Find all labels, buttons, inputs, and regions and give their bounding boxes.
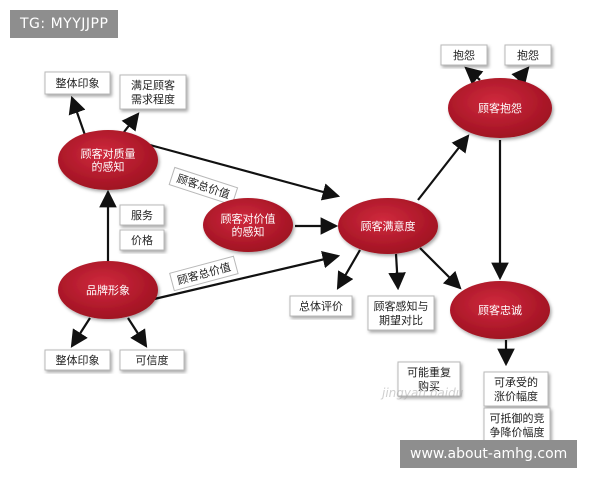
arrow <box>464 66 484 85</box>
box-text: 需求程度 <box>131 92 175 106</box>
node-text: 的感知 <box>232 225 265 239</box>
arrow <box>511 66 530 86</box>
box-overall-impression-bottom: 整体印象 <box>44 349 111 371</box>
box-text: 购买 <box>418 379 440 393</box>
box-text: 可信度 <box>136 353 169 367</box>
node-satisfaction: 顾客满意度 <box>338 198 438 254</box>
box-text: 可抵御的竞 <box>490 411 545 425</box>
box-complaint-1: 抱怨 <box>440 44 488 66</box>
box-text: 抱怨 <box>453 48 475 62</box>
tag-label: TG: MYYJJPP <box>10 10 119 38</box>
site-watermark: www.about-amhg.com <box>400 440 578 468</box>
box-text: 期望对比 <box>379 313 423 327</box>
node-text: 的感知 <box>92 160 125 174</box>
arrow <box>417 134 470 201</box>
arrow <box>149 250 341 302</box>
box-text: 整体印象 <box>56 76 100 90</box>
arrow <box>388 253 406 291</box>
box-text: 满足顾客 <box>131 78 175 92</box>
node-loyalty: 顾客忠诚 <box>450 281 550 339</box>
node-layer: 顾客对质量的感知顾客对价值的感知顾客满意度顾客抱怨顾客忠诚品牌形象 <box>58 78 552 339</box>
arrow <box>121 112 140 133</box>
node-text: 顾客对质量 <box>81 147 136 161</box>
arrow-layer <box>68 66 530 367</box>
box-text: 争降价幅度 <box>490 425 545 439</box>
box-overall-eval: 总体评价 <box>289 295 353 317</box>
box-text: 可承受的 <box>494 375 538 389</box>
node-text: 顾客忠诚 <box>478 303 522 317</box>
edge-label-text: 顾客总价值 <box>175 171 232 201</box>
box-text: 服务 <box>131 209 153 222</box>
mid-watermark: jingyan.baidu <box>382 386 464 400</box>
node-brand: 品牌形象 <box>58 261 158 319</box>
box-text: 涨价幅度 <box>494 389 538 403</box>
arrow <box>68 95 88 139</box>
box-text: 可能重复 <box>407 365 451 379</box>
arrow <box>419 247 462 290</box>
box-text: 顾客感知与 <box>374 299 429 313</box>
box-text: 抱怨 <box>517 48 539 62</box>
edge-label-total-value-1: 顾客总价值 <box>168 166 239 206</box>
node-text: 品牌形象 <box>86 283 130 297</box>
arrow <box>70 317 91 348</box>
arrow <box>149 143 341 201</box>
box-layer: 整体印象满足顾客需求程度服务价格抱怨抱怨总体评价顾客感知与期望对比整体印象可信度… <box>44 44 552 443</box>
box-credibility: 可信度 <box>119 349 185 371</box>
box-text: 整体印象 <box>56 353 100 367</box>
arrow <box>336 249 361 290</box>
box-text: 价格 <box>131 233 153 247</box>
box-service: 服务 <box>119 204 165 226</box>
box-overall-impression-top: 整体印象 <box>44 71 111 95</box>
node-complaint: 顾客抱怨 <box>448 78 552 138</box>
node-text: 顾客抱怨 <box>478 101 522 115</box>
node-text: 顾客满意度 <box>361 219 416 233</box>
box-text: 总体评价 <box>299 299 343 313</box>
arrow <box>127 317 148 348</box>
node-text: 顾客对价值 <box>221 212 276 226</box>
edge-label-total-value-2: 顾客总价值 <box>169 255 239 292</box>
box-price: 价格 <box>119 229 165 251</box>
box-complaint-2: 抱怨 <box>504 44 552 66</box>
